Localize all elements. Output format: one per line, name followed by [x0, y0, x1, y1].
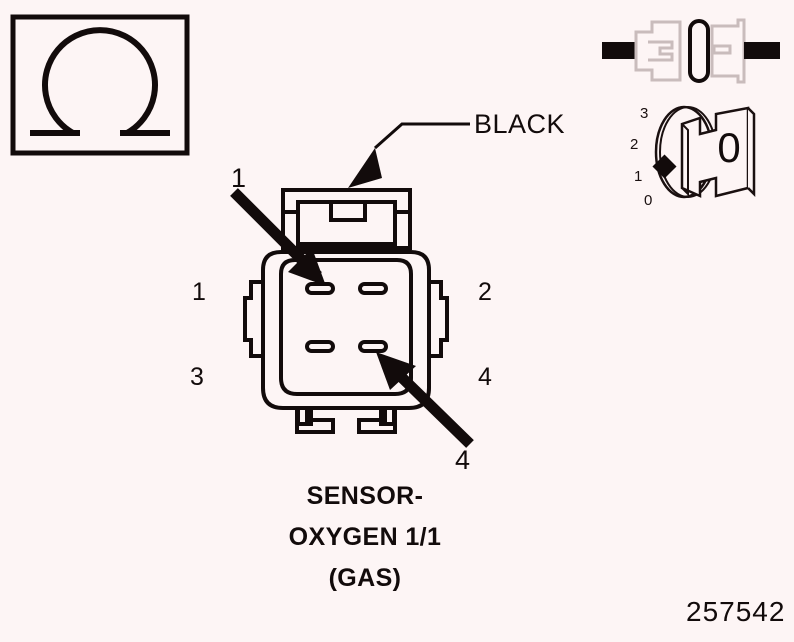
- connector-half-right: [710, 18, 746, 84]
- callout-1-arrowhead: [288, 248, 326, 286]
- disconnect-gap-indicator: [688, 19, 710, 83]
- mounting-leg-right-post: [379, 406, 396, 426]
- terminal-slot-3: [305, 340, 335, 353]
- connector-disconnected-icon: [602, 12, 780, 90]
- side-latch-right: [429, 280, 449, 358]
- key-position-0: 0: [644, 192, 653, 209]
- ohm-resistance-icon: [10, 14, 190, 156]
- key-position-1: 1: [634, 168, 643, 185]
- connector-name-line-1: SENSOR-: [306, 482, 424, 510]
- terminal-slot-2: [358, 282, 388, 295]
- connector-shell-inner: [279, 258, 413, 396]
- mounting-leg-right: [357, 408, 397, 434]
- lock-tab-notch: [329, 200, 367, 222]
- cavity-number-2: 2: [478, 278, 492, 306]
- connector-half-left: [634, 20, 682, 82]
- callout-arrow-4: [360, 340, 480, 450]
- connector-name-line-3: (GAS): [328, 564, 402, 592]
- key-glyph-label: 0: [717, 124, 740, 171]
- black-wire-leader: [330, 100, 490, 200]
- callout-4-arrowhead: [376, 352, 416, 390]
- key-body-edge: [747, 107, 756, 198]
- connector-face-drawing: [243, 170, 455, 440]
- wire-stub-right: [744, 42, 780, 59]
- key-position-3: 3: [640, 105, 649, 122]
- terminal-slot-1: [305, 282, 335, 295]
- ignition-key-switch-icon: 0: [636, 100, 766, 212]
- connector-right-detail: [712, 44, 732, 55]
- figure-part-number: 257542: [686, 596, 786, 627]
- callout-label-1: 1: [231, 163, 247, 193]
- cavity-number-4: 4: [478, 363, 492, 391]
- wire-stub-left: [602, 42, 636, 59]
- mounting-leg-left: [295, 408, 335, 434]
- ohm-arc: [42, 27, 158, 136]
- black-wire-label: BLACK: [474, 109, 566, 139]
- cavity-number-1: 1: [192, 278, 206, 306]
- key-blade-edge: [681, 123, 689, 197]
- side-latch-left: [243, 280, 263, 358]
- lock-tab-outer: [281, 188, 412, 250]
- key-position-2: 2: [630, 136, 639, 153]
- black-leader-line: [374, 122, 470, 150]
- connector-shell-outer: [261, 250, 431, 410]
- connector-name-block: SENSOR- OXYGEN 1/1 (GAS): [200, 482, 530, 593]
- connector-left-detail: [648, 40, 674, 62]
- mounting-leg-left-post: [296, 406, 313, 426]
- cavity-number-3: 3: [190, 363, 204, 391]
- ohm-box-border: [10, 14, 190, 156]
- black-leader-arrowhead: [348, 148, 382, 188]
- callout-arrow-1: [230, 188, 350, 298]
- terminal-slot-4: [358, 340, 388, 353]
- connector-name-line-2: OXYGEN 1/1: [288, 523, 442, 551]
- callout-label-4: 4: [455, 445, 471, 475]
